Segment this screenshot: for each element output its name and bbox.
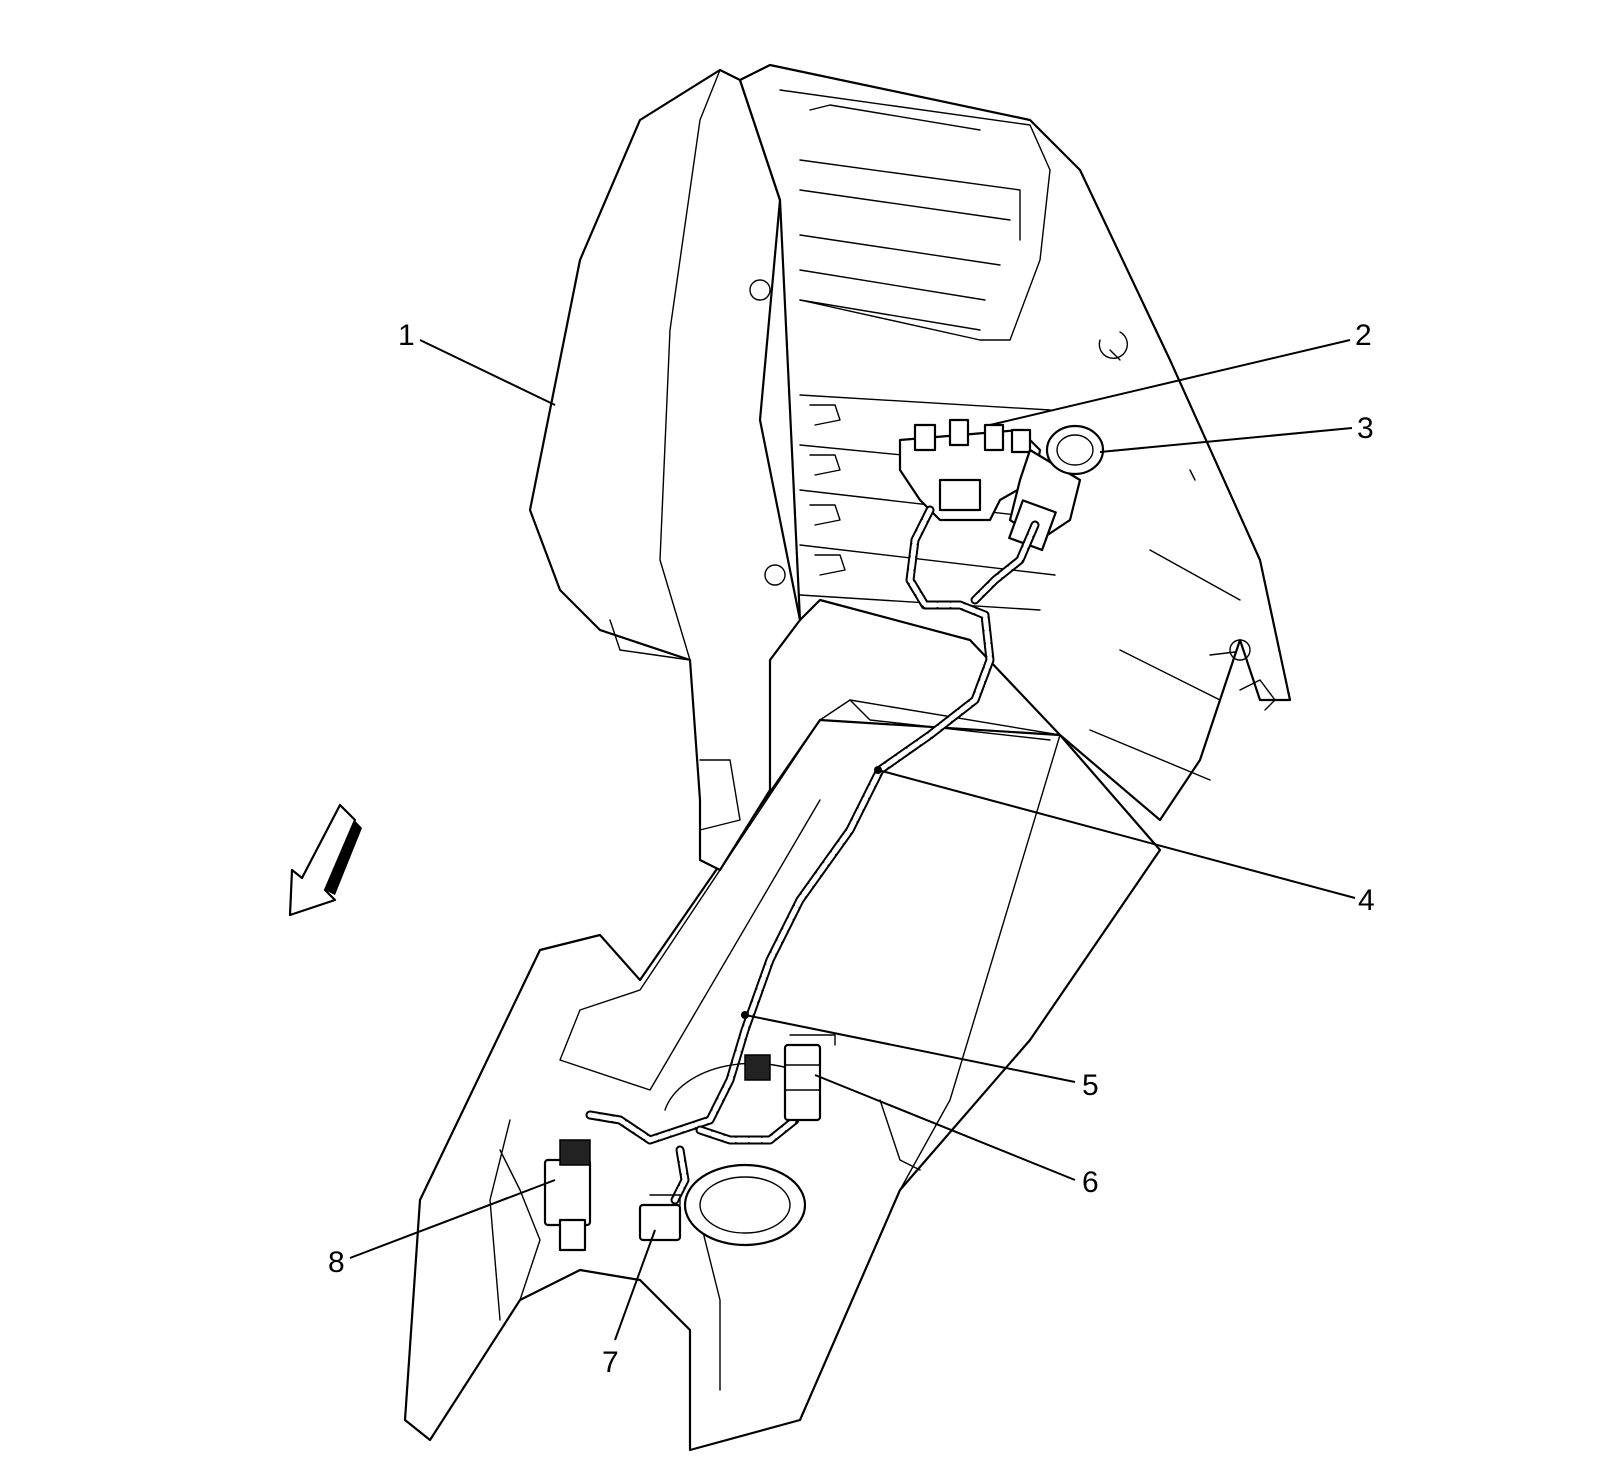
callout-3: 3 [1357,412,1374,445]
power-outlet [1008,424,1105,552]
wiring-harness [585,505,1040,1205]
front-arrow-icon [288,803,362,917]
leader-6 [814,1074,1076,1181]
connector-8 [543,1139,592,1252]
callout-2: 2 [1355,319,1372,352]
connector-6 [744,1034,836,1122]
leader-7 [614,1229,656,1341]
leader-1 [419,339,556,406]
leader-3 [1099,427,1353,453]
callout-4: 4 [1358,884,1375,917]
console-body [403,699,1162,1452]
callout-7: 7 [602,1346,619,1379]
console-lid [528,68,802,872]
floor-grommet [664,1062,816,1247]
callout-1: 1 [398,319,415,352]
leader-lines [349,339,1356,1341]
leader-5 [744,1014,1076,1083]
leader-8 [349,1179,556,1259]
connector-7 [638,1194,682,1242]
leader-4 [877,769,1356,899]
callout-8: 8 [328,1246,345,1279]
leader-2 [989,339,1351,426]
switch-module [898,418,1042,522]
callout-6: 6 [1082,1166,1099,1199]
callout-labels: 1 2 3 4 5 6 7 8 [328,319,1375,1379]
callout-5: 5 [1082,1069,1099,1102]
